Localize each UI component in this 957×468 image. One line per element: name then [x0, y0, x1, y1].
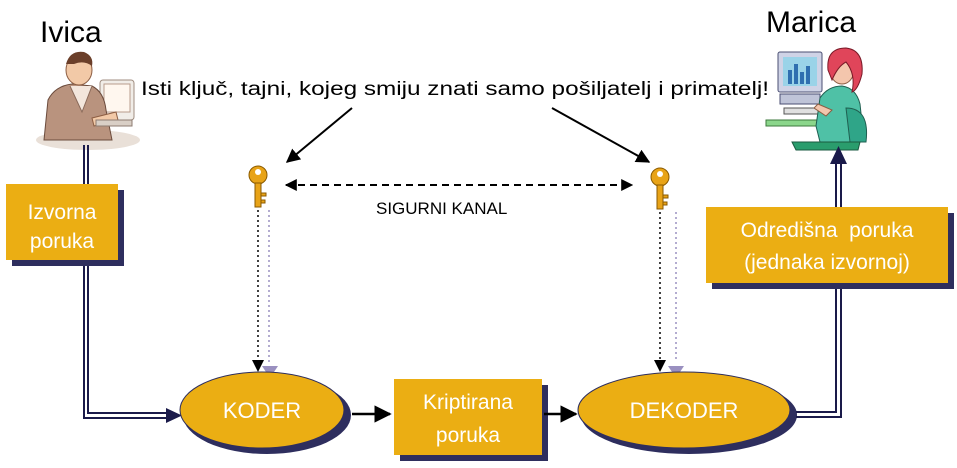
encrypted-message-line1: Kriptirana: [423, 391, 513, 414]
right-key-to-decoder-line: [654, 212, 684, 378]
source-message-line1: Izvorna: [28, 201, 97, 224]
encoder-label: KODER: [223, 398, 301, 423]
source-message-line2: poruka: [30, 230, 95, 253]
key-icon: [248, 165, 268, 208]
receiver-name: Marica: [766, 6, 856, 39]
encrypted-message-box: Kriptirana poruka: [394, 379, 548, 461]
sender-name: Ivica: [40, 16, 102, 49]
secure-channel-label: SIGURNI KANAL: [376, 199, 507, 218]
shared-key-note: Isti ključ, tajni, kojeg smiju znati sam…: [141, 79, 769, 100]
destination-message-line2: (jednaka izvornoj): [744, 251, 910, 274]
encoder-node: KODER: [179, 371, 351, 454]
destination-message-box: Odredišna poruka (jednaka izvornoj): [706, 207, 954, 289]
decoder-label: DEKODER: [630, 398, 739, 423]
note-to-right-key-arrow: [551, 107, 651, 163]
encrypted-message-line2: poruka: [436, 424, 501, 447]
businessman-at-computer-icon: [36, 51, 140, 150]
woman-at-computer-icon: [765, 47, 868, 151]
source-message-box: Izvorna poruka: [6, 184, 124, 266]
destination-message-line1: Odredišna poruka: [741, 219, 914, 242]
key-icon: [650, 167, 670, 210]
decoder-node: DEKODER: [577, 371, 797, 454]
note-to-left-key-arrow: [285, 107, 353, 163]
left-key-to-encoder-line: [252, 210, 278, 378]
